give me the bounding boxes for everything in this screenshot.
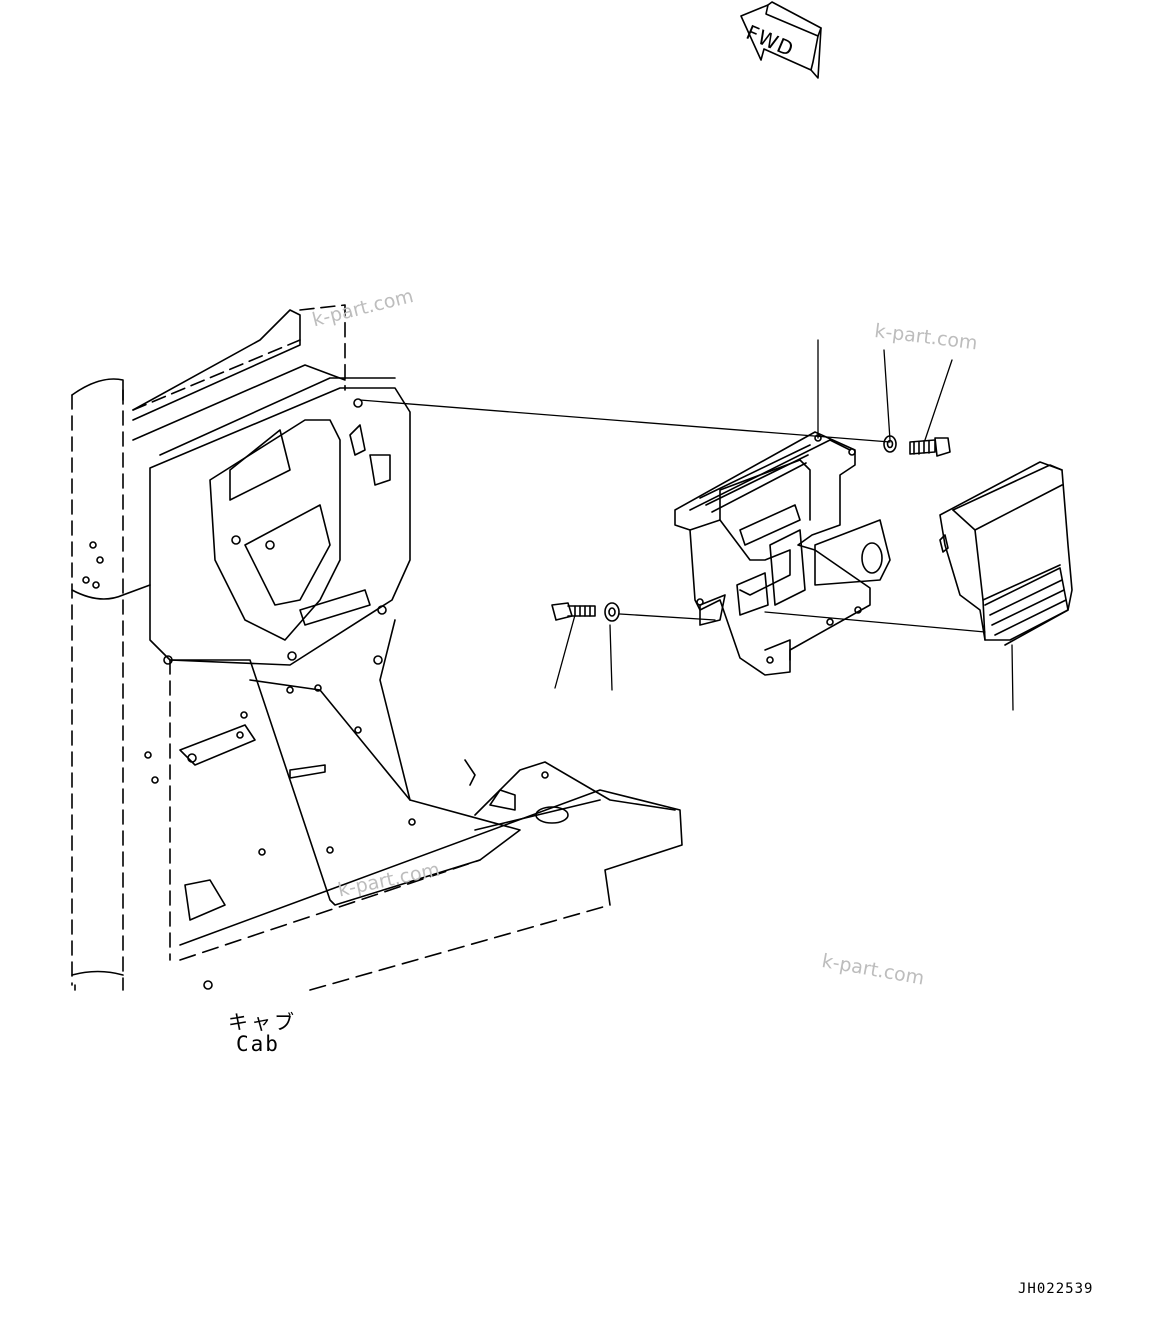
bolt-upper xyxy=(909,437,951,457)
cab-structure xyxy=(71,304,683,991)
drawing-code: JH022539 xyxy=(1018,1281,1094,1297)
controller-bracket xyxy=(674,431,891,676)
cab-label-english: Cab xyxy=(236,1032,280,1056)
cab-label-japanese: キャブ xyxy=(228,1010,297,1034)
washer-lower xyxy=(604,602,620,622)
controller-unit xyxy=(939,461,1073,646)
bolt-lower xyxy=(551,602,596,621)
washer-upper xyxy=(883,435,897,453)
leader-lines xyxy=(359,339,1014,711)
fwd-arrow-icon xyxy=(740,1,822,79)
